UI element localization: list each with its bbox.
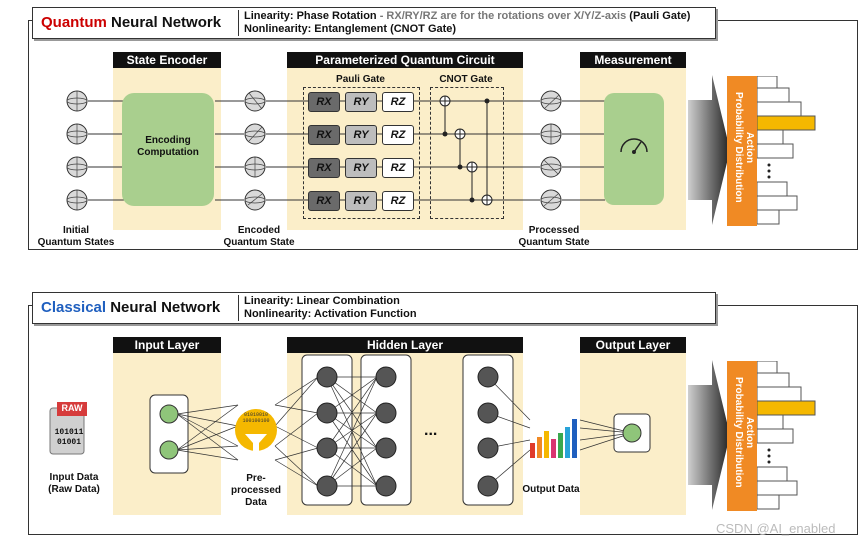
quantum-action-label: Action Probability Distribution bbox=[729, 92, 755, 203]
watermark: CSDN @AI_enabled bbox=[716, 521, 836, 536]
rz-gate: RZ bbox=[382, 191, 414, 211]
classical-nonlinearity: Nonlinearity: Activation Function bbox=[244, 308, 714, 321]
hidden-ellipsis: ... bbox=[424, 422, 438, 439]
encoded-line-2: Quantum State bbox=[223, 237, 295, 248]
pauli-gate-box bbox=[303, 87, 420, 219]
initial-states-label: Initial Quantum States bbox=[30, 225, 122, 249]
quantum-linearity-note: - RX/RY/RZ are for the rotations over X/… bbox=[376, 10, 627, 22]
output-bar-icon bbox=[530, 419, 577, 458]
processed-state-label: Processed Quantum State bbox=[510, 225, 598, 249]
quantum-output-arrow bbox=[688, 75, 730, 225]
initial-line-2: Quantum States bbox=[37, 237, 115, 248]
quantum-action-line-2: Probability Distribution bbox=[733, 92, 744, 203]
encoded-state-label: Encoded Quantum State bbox=[214, 225, 304, 249]
initial-line-1: Initial bbox=[62, 225, 90, 236]
rx-gate: RX bbox=[308, 158, 340, 178]
quantum-nonlinearity-key: Nonlinearity: bbox=[244, 23, 312, 35]
rz-gate: RZ bbox=[382, 125, 414, 145]
rz-gate: RZ bbox=[382, 92, 414, 112]
classical-action-line-2: Probability Distribution bbox=[733, 377, 744, 488]
rx-gate: RX bbox=[308, 92, 340, 112]
raw-badge: RAW bbox=[61, 403, 83, 413]
quantum-nonlinearity-val: Entanglement (CNOT Gate) bbox=[311, 23, 457, 35]
output-layer-header: Output Layer bbox=[580, 337, 686, 353]
encoding-line-1: Encoding bbox=[145, 135, 191, 146]
quantum-prob-bars bbox=[757, 76, 816, 225]
quantum-linearity: Linearity: Phase Rotation - RX/RY/RZ are… bbox=[244, 10, 714, 23]
meter-icon bbox=[620, 138, 648, 154]
input-data-label: Input Data (Raw Data) bbox=[34, 472, 114, 496]
classical-nonlinearity-key: Nonlinearity: bbox=[244, 308, 312, 320]
classical-linearity: Linearity: Linear Combination bbox=[244, 295, 714, 308]
measurement-box bbox=[604, 93, 664, 205]
cnot-gate-label: CNOT Gate bbox=[439, 74, 493, 85]
pqc-header: Parameterized Quantum Circuit bbox=[287, 52, 523, 68]
cnot-gate-box bbox=[430, 87, 504, 219]
encoding-computation-label: Encoding Computation bbox=[122, 135, 214, 159]
funnel-icon bbox=[235, 409, 277, 452]
filter-bits-1: 01010010 bbox=[243, 412, 268, 418]
pauli-gate-label: Pauli Gate bbox=[336, 74, 385, 85]
classical-linearity-val: Linear Combination bbox=[293, 295, 400, 307]
encoding-computation-box bbox=[122, 93, 214, 206]
classical-action-box bbox=[727, 361, 757, 511]
quantum-title-colored: Quantum bbox=[41, 14, 107, 31]
measurement-header: Measurement bbox=[580, 52, 686, 68]
quantum-action-box bbox=[727, 76, 757, 226]
processed-line-1: Processed bbox=[528, 225, 580, 236]
classical-nonlinearity-val: Activation Function bbox=[311, 308, 417, 320]
state-encoder-header: State Encoder bbox=[113, 52, 221, 68]
classical-network-graphics bbox=[49, 354, 651, 506]
classical-title-colored: Classical bbox=[41, 299, 107, 316]
rz-gate: RZ bbox=[382, 158, 414, 178]
ry-gate: RY bbox=[345, 191, 377, 211]
raw-bits-2: 01001 bbox=[56, 438, 81, 447]
raw-bits-1: 101011 bbox=[54, 428, 84, 437]
quantum-title: Quantum Neural Network bbox=[41, 14, 221, 31]
input-data-line-1: Input Data bbox=[49, 472, 99, 483]
input-data-line-2: (Raw Data) bbox=[48, 484, 100, 495]
quantum-title-tab: Quantum Neural Network Linearity: Phase … bbox=[32, 7, 716, 39]
quantum-linearity-val: Phase Rotation bbox=[293, 10, 377, 22]
classical-title-tab: Classical Neural Network Linearity: Line… bbox=[32, 292, 716, 324]
quantum-title-rest: Neural Network bbox=[106, 14, 222, 31]
classical-action-line-1: Action bbox=[744, 416, 755, 448]
classical-action-label: Action Probability Distribution bbox=[729, 377, 755, 488]
input-layer-header: Input Layer bbox=[113, 337, 221, 353]
quantum-nonlinearity: Nonlinearity: Entanglement (CNOT Gate) bbox=[244, 23, 714, 36]
quantum-linearity-tail: (Pauli Gate) bbox=[626, 10, 691, 22]
rx-gate: RX bbox=[308, 125, 340, 145]
filter-bits-2: 100100100 bbox=[242, 418, 270, 424]
classical-prob-bars bbox=[757, 361, 816, 510]
quantum-action-line-1: Action bbox=[744, 131, 755, 163]
ry-gate: RY bbox=[345, 125, 377, 145]
quantum-linearity-key: Linearity: bbox=[244, 10, 294, 22]
processed-line-2: Quantum State bbox=[518, 237, 590, 248]
encoding-line-2: Computation bbox=[137, 147, 199, 158]
encoded-line-1: Encoded bbox=[237, 225, 281, 236]
classical-title-rest: Neural Network bbox=[106, 299, 221, 316]
raw-data-icon bbox=[49, 402, 87, 455]
classical-output-arrow bbox=[688, 360, 730, 510]
ry-gate: RY bbox=[345, 158, 377, 178]
pre-line-2: processed bbox=[230, 485, 282, 496]
pre-line-1: Pre- bbox=[246, 473, 266, 484]
quantum-description: Linearity: Phase Rotation - RX/RY/RZ are… bbox=[238, 10, 714, 36]
classical-description: Linearity: Linear Combination Nonlineari… bbox=[238, 295, 714, 321]
classical-linearity-key: Linearity: bbox=[244, 295, 294, 307]
ry-gate: RY bbox=[345, 92, 377, 112]
hidden-layer-header: Hidden Layer bbox=[287, 337, 523, 353]
pre-line-3: Data bbox=[245, 497, 267, 508]
rx-gate: RX bbox=[308, 191, 340, 211]
output-data-label: Output Data bbox=[522, 484, 580, 495]
classical-title: Classical Neural Network bbox=[41, 299, 220, 316]
preprocessed-label: Pre- processed Data bbox=[226, 473, 286, 509]
